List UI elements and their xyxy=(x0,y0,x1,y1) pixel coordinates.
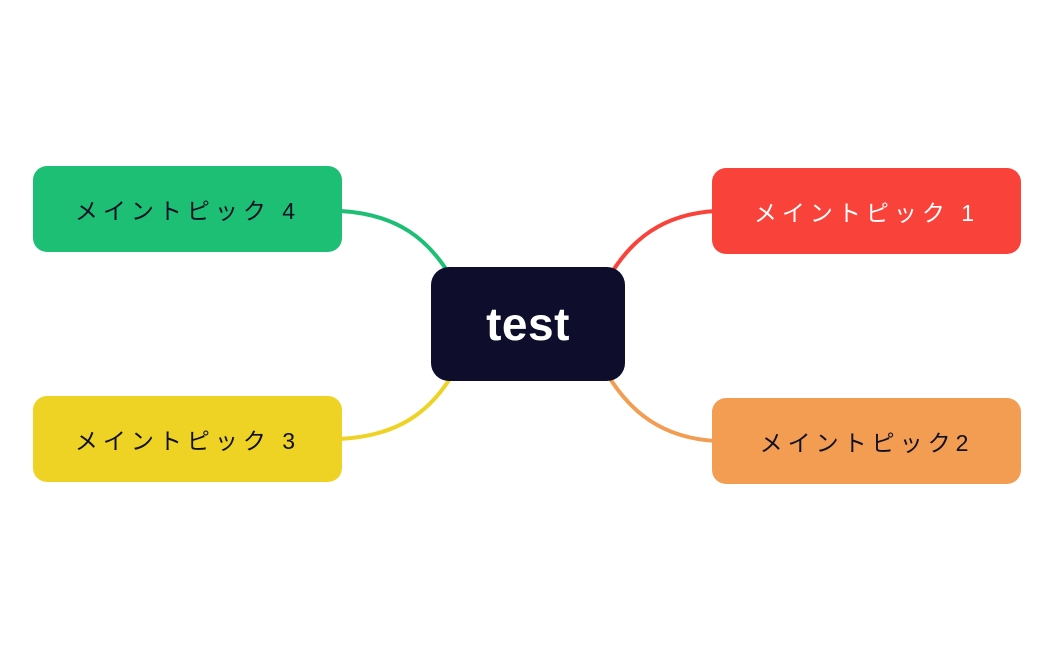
connector-topic-2 xyxy=(607,375,718,443)
topic-node-2[interactable]: メイントピック2 xyxy=(712,398,1021,484)
topic-node-4-label: メイントピック 4 xyxy=(74,198,301,224)
topic-node-1-label: メイントピック 1 xyxy=(753,200,980,226)
connector-topic-4 xyxy=(338,209,453,279)
topic-node-3[interactable]: メイントピック 3 xyxy=(33,396,342,482)
topic-node-2-label: メイントピック2 xyxy=(759,430,974,456)
root-node[interactable]: test xyxy=(431,267,625,381)
root-node-label: test xyxy=(486,298,570,350)
topic-node-3-label: メイントピック 3 xyxy=(74,428,301,454)
connector-topic-3 xyxy=(338,375,453,441)
topic-node-1[interactable]: メイントピック 1 xyxy=(712,168,1021,254)
connector-topic-1 xyxy=(607,209,718,279)
topic-node-4[interactable]: メイントピック 4 xyxy=(33,166,342,252)
